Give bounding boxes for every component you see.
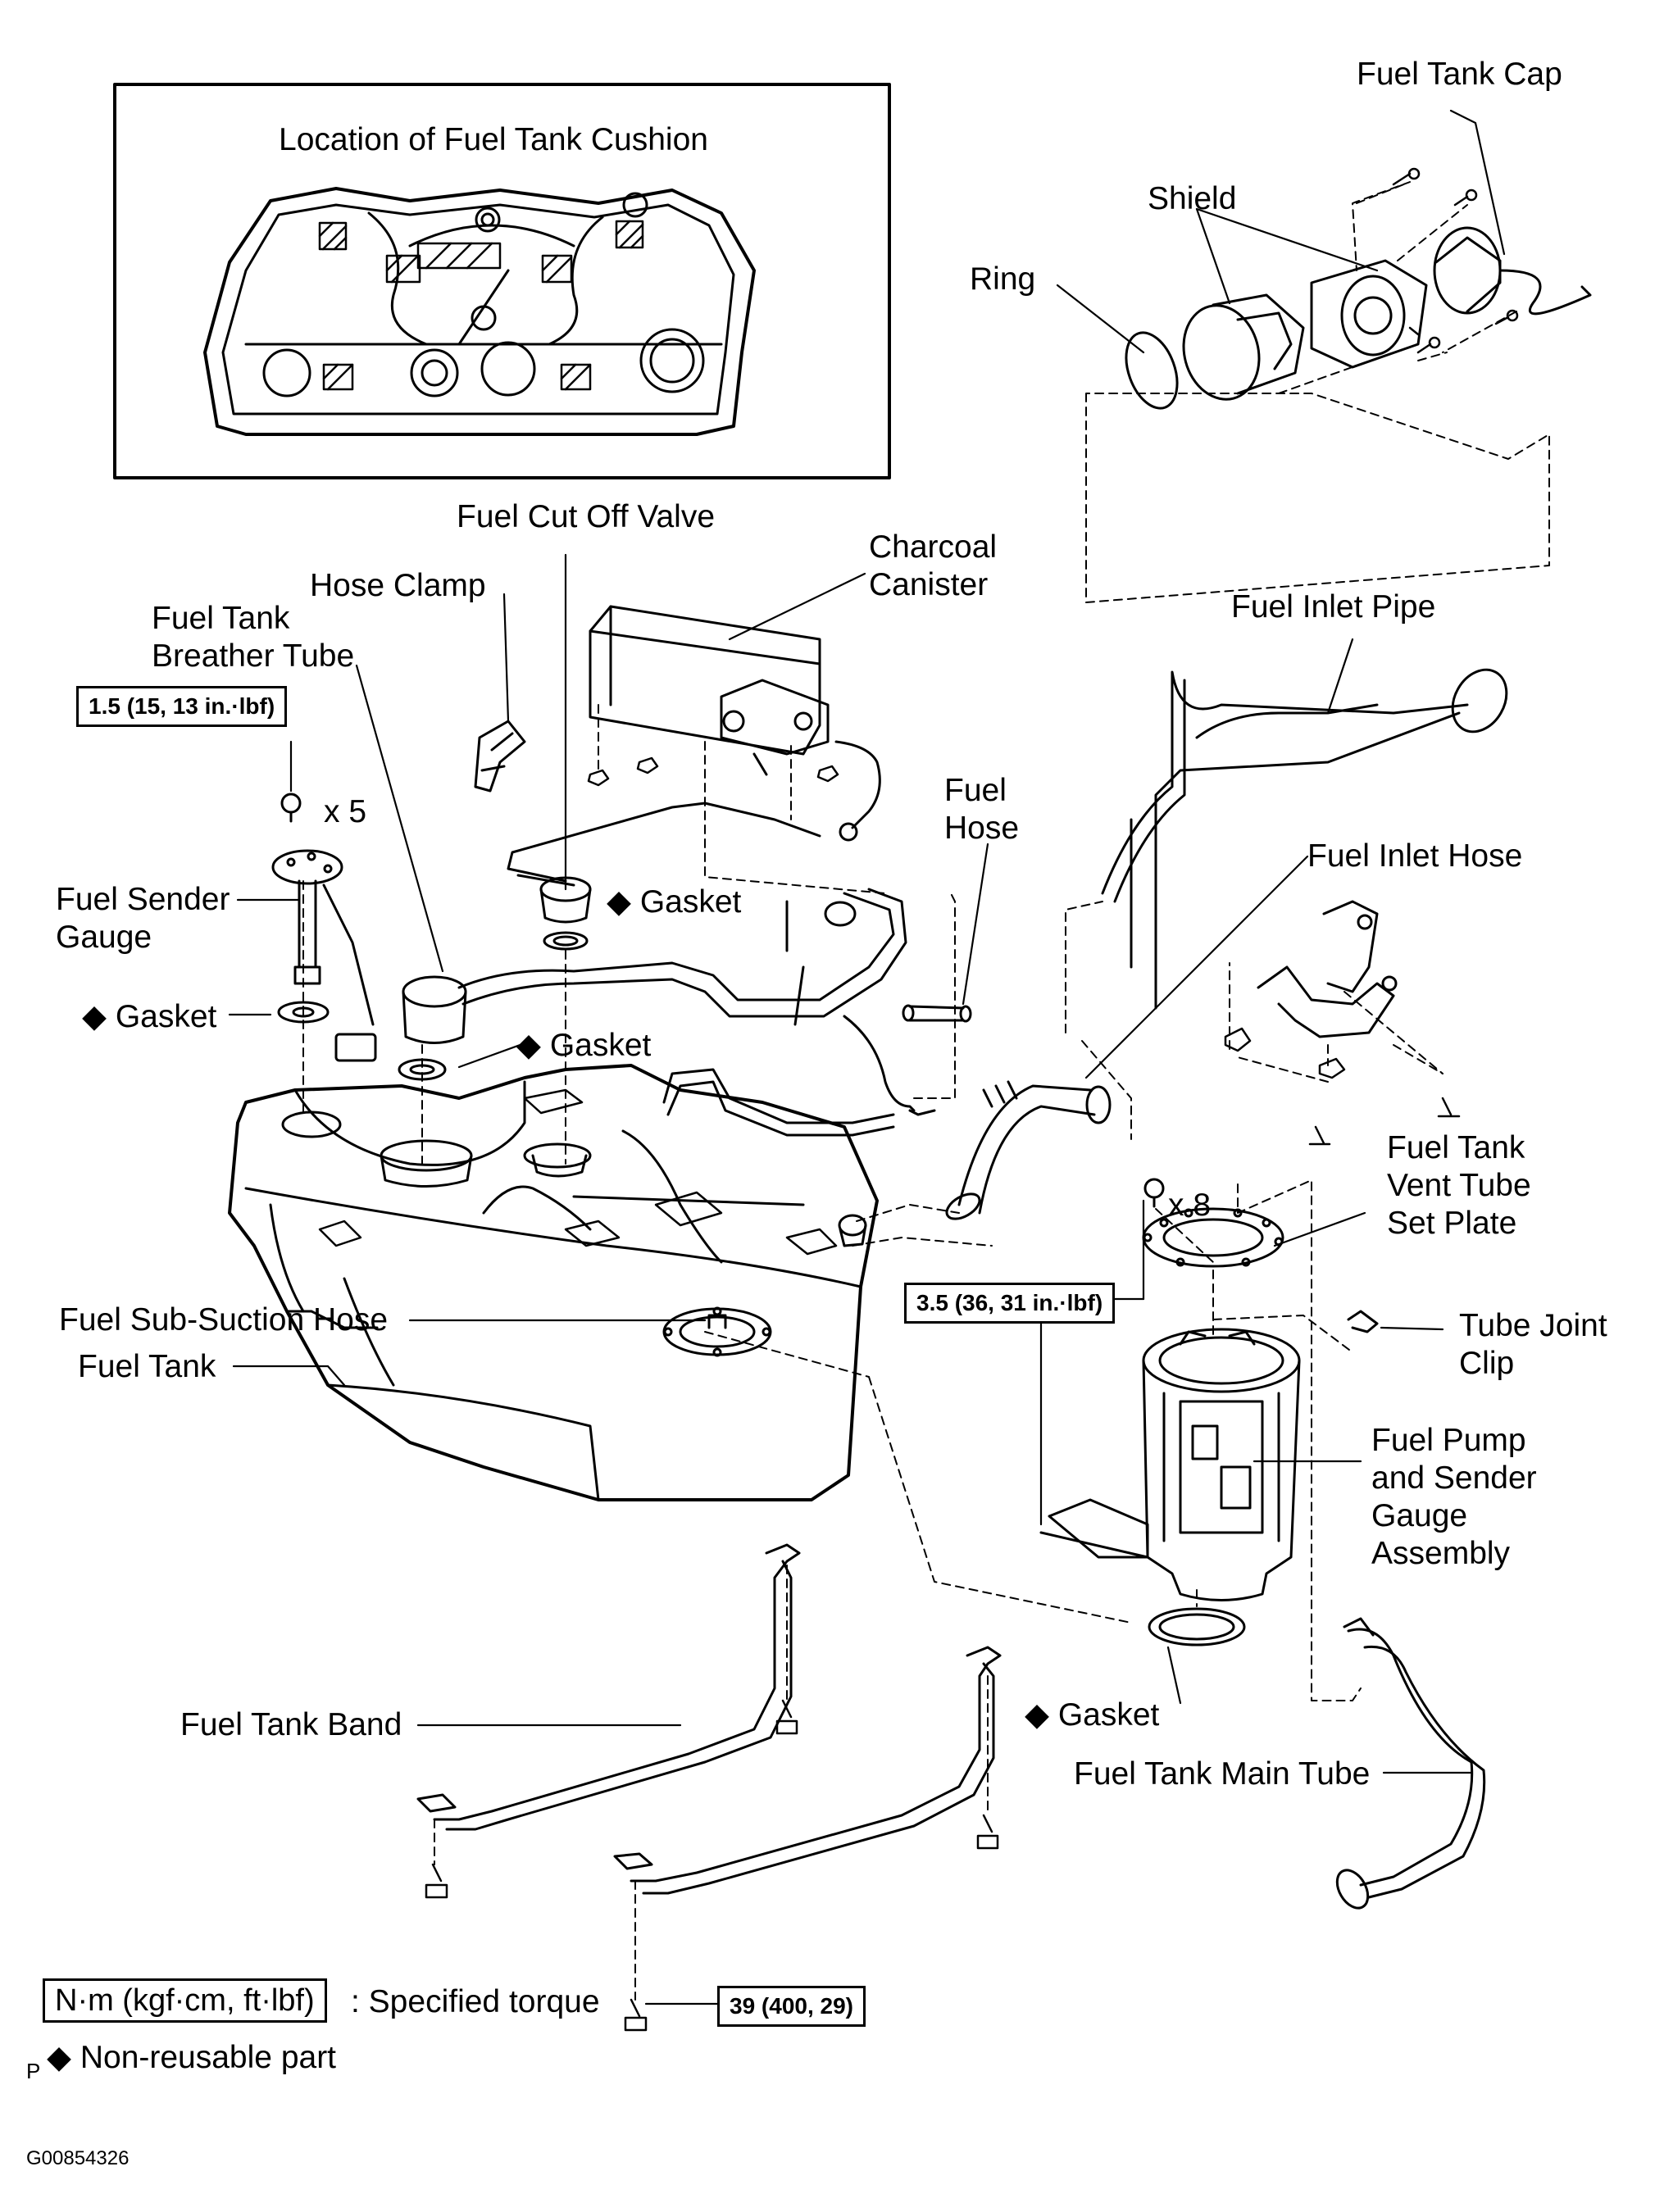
bracket-part [1257,900,1398,1038]
fuel-inlet-pipe-part [1101,668,1508,1010]
fuel-tank-label: Fuel Tank [78,1349,216,1384]
legend-specified-torque: : Specified torque [351,1984,600,2019]
set-plate-screw [1143,1178,1165,1208]
fuel-tank-band-right [613,1646,1002,1895]
diamond-icon: ◆ [607,884,631,920]
fuel-tank-band-label: Fuel Tank Band [180,1707,402,1742]
torque-box-2: 3.5 (36, 31 in.·lbf) [904,1283,1116,1324]
tube-joint-clip-part [1347,1310,1379,1333]
p-mark: P [26,2059,41,2083]
fuel-tank-cap-part [1433,226,1592,316]
canister-nuts [587,756,839,787]
fuel-pump-assembly-label: Fuel Pump and Sender Gauge Assembly [1371,1423,1537,1571]
diamond-icon: ◆ [516,1028,541,1063]
legend-unit-box: N·m (kgf·cm, ft·lbf) [43,1978,327,2023]
diamond-icon: ◆ [82,999,107,1034]
figure-code: G00854326 [26,2147,130,2169]
charcoal-canister-label: Charcoal Canister [869,529,998,602]
fuel-tank-band-left [416,1543,801,1831]
cap-dashed-lines [1085,181,1550,603]
gasket-bottom-label: ◆ Gasket [1025,1697,1160,1733]
x5-label: x 5 [324,794,367,829]
bracket-bolts [1224,1027,1461,1146]
diamond-icon: ◆ [47,2040,71,2075]
fuel-tank-breather-tube-label: Fuel Tank Breather Tube [152,601,355,674]
vent-line [507,802,821,887]
gasket-top-label: ◆ Gasket [607,884,742,920]
hose-clamp-part [474,720,526,793]
vent-tube-set-plate-part [1142,1207,1284,1268]
fuel-inlet-pipe-label: Fuel Inlet Pipe [1231,589,1436,625]
alignment-dashed-lines [302,704,1443,2001]
sender-screw [280,793,302,823]
tube-joint-clip-label: Tube Joint Clip [1459,1308,1607,1381]
gasket-mid-label: ◆ Gasket [516,1028,652,1063]
fuel-inlet-hose-label: Fuel Inlet Hose [1307,838,1523,874]
shield-label: Shield [1148,181,1237,216]
legend-non-reusable: ◆ Non-reusable part [47,2040,337,2075]
fuel-cut-off-valve-label: Fuel Cut Off Valve [457,499,716,534]
ring-part [1125,331,1179,410]
fuel-tank-main-tube-part [1335,1617,1486,1910]
charcoal-canister-part [589,605,830,776]
gasket-left-label: ◆ Gasket [82,999,217,1034]
inset-cushion-marks [318,220,644,391]
vent-tube-set-plate-label: Fuel Tank Vent Tube Set Plate [1387,1130,1531,1241]
fuel-tank-main-tube-label: Fuel Tank Main Tube [1074,1756,1371,1792]
fuel-cut-off-valve-part [539,876,592,951]
shield-right-part [1310,259,1428,369]
fuel-hose-part [902,1004,972,1023]
hose-clamp-label: Hose Clamp [310,568,486,603]
fuel-tank-part [228,1064,879,1501]
torque-box-3: 39 (400, 29) [717,1986,866,2027]
fuel-pump-assembly-part [1039,1328,1301,1601]
fuel-tank-cap-label: Fuel Tank Cap [1357,57,1562,92]
cap-screws [1392,167,1519,354]
ring-label: Ring [970,261,1036,297]
breather-tube-part [402,888,907,1044]
tank-cushion-patches [318,1088,838,1256]
evap-lines [662,1015,936,1137]
pump-gasket [1148,1607,1246,1647]
x8-label: x 8 [1168,1188,1212,1223]
fuel-sub-suction-hose-label: Fuel Sub-Suction Hose [59,1302,389,1338]
canister-hose [834,740,881,842]
torque-box-1: 1.5 (15, 13 in.·lbf) [76,686,288,727]
band-bolts [425,1699,999,2032]
inset-title: Location of Fuel Tank Cushion [279,122,708,157]
fuel-inlet-hose-part [945,1080,1112,1220]
leader-lines [228,109,1506,2005]
shield-left-part [1182,293,1305,401]
diamond-icon: ◆ [1025,1697,1049,1733]
fuel-hose-label: Fuel Hose [944,773,1020,846]
inset-tank-outline [203,187,756,436]
inset-frame [113,83,891,479]
fuel-sender-gauge-part [271,849,377,1062]
fuel-sender-gauge-label: Fuel Sender Gauge [56,882,230,955]
